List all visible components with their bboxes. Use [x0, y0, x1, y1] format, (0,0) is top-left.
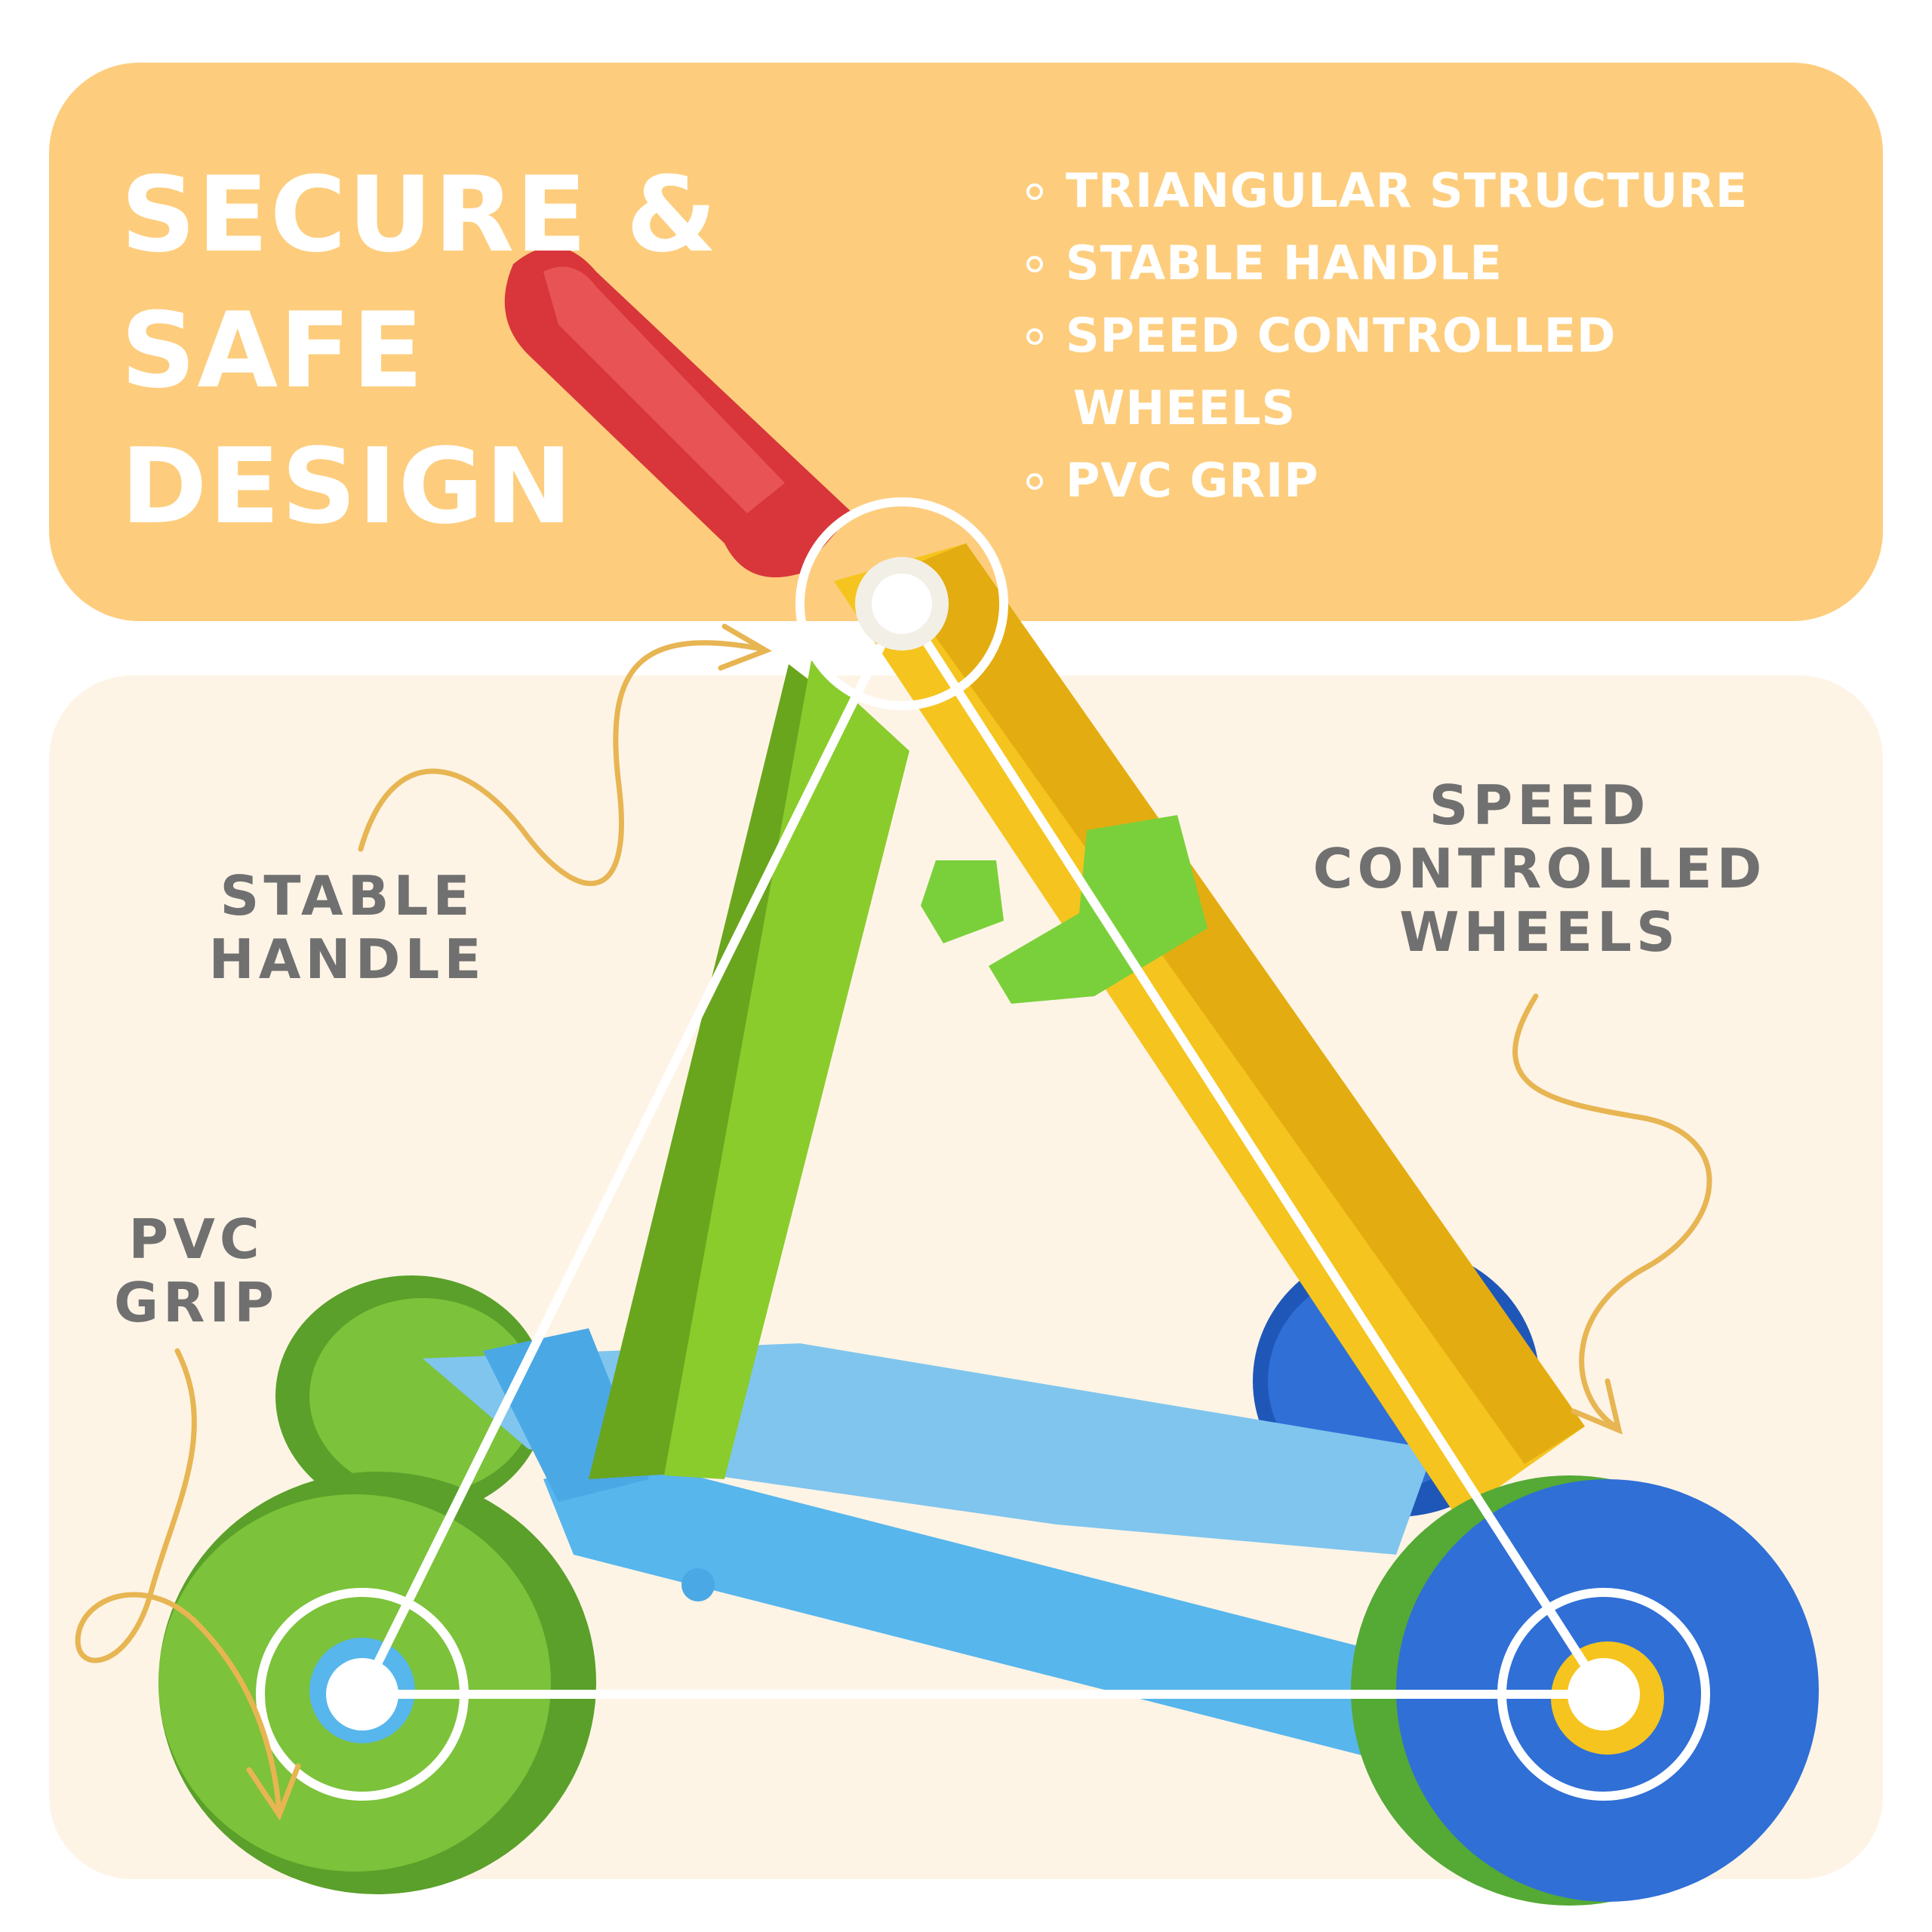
- callout-stable-handle: STABLE HANDLE: [208, 864, 486, 991]
- red-handle: [504, 247, 853, 577]
- green-front-panel: [589, 660, 909, 1479]
- joint-hubs: [326, 557, 1640, 1730]
- headline-line-1: SECURE &: [121, 154, 718, 275]
- bullet-circle-icon: [1026, 473, 1043, 490]
- feature-item: PVC GRIP: [1026, 445, 1748, 517]
- feature-list: TRIANGULAR STRUCTURE STABLE HANDLE SPEED…: [1026, 155, 1748, 517]
- triangle-overlay: [256, 497, 1710, 1801]
- headline: SECURE & SAFE DESIGN: [121, 147, 718, 555]
- arrow-to-handle: [358, 623, 773, 887]
- headline-line-2: SAFE: [121, 290, 425, 411]
- bullet-circle-icon: [1026, 183, 1043, 200]
- feature-item-continuation: WHEELS: [1073, 380, 1297, 435]
- arrow-to-grip: [75, 1348, 301, 1821]
- headline-line-3: DESIGN: [121, 426, 574, 547]
- bullet-circle-icon: [1026, 328, 1043, 345]
- arrow-to-wheels: [1512, 993, 1712, 1435]
- feature-item: TRIANGULAR STRUCTURE: [1026, 155, 1748, 227]
- feature-item: STABLE HANDLE: [1026, 227, 1748, 300]
- callout-pvc-grip: PVC GRIP: [113, 1208, 279, 1334]
- bullet-circle-icon: [1026, 256, 1043, 272]
- callout-speed-controlled-wheels: SPEED CONTROLLED WHEELS: [1312, 774, 1767, 964]
- feature-item: SPEED CONTROLLED: [1026, 300, 1748, 372]
